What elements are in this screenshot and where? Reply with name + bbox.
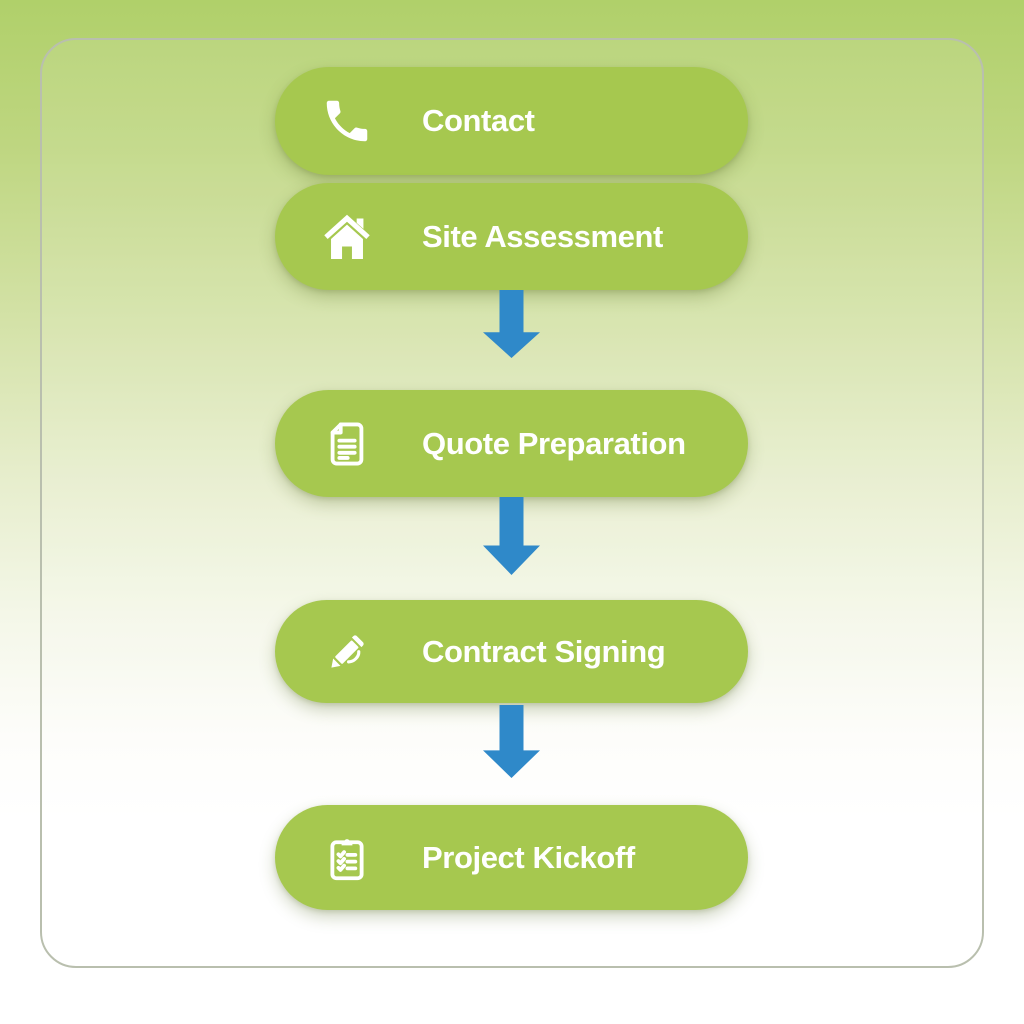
step-contract-signing: Contract Signing bbox=[275, 600, 748, 703]
step-contact: Contact bbox=[275, 67, 748, 175]
clipboard-icon bbox=[320, 831, 374, 885]
step-label: Project Kickoff bbox=[422, 839, 635, 875]
step-label: Quote Preparation bbox=[422, 425, 686, 461]
step-label: Contract Signing bbox=[422, 633, 666, 669]
down-arrow-icon bbox=[483, 705, 540, 778]
step-quote-preparation: Quote Preparation bbox=[275, 390, 748, 497]
step-label: Site Assessment bbox=[422, 218, 663, 254]
down-arrow-icon bbox=[483, 290, 540, 358]
step-project-kickoff: Project Kickoff bbox=[275, 805, 748, 910]
step-label: Contact bbox=[422, 103, 535, 138]
down-arrow-icon bbox=[483, 497, 540, 575]
pen-icon bbox=[320, 625, 374, 679]
phone-icon bbox=[320, 94, 374, 148]
document-icon bbox=[320, 417, 374, 471]
step-site-assessment: Site Assessment bbox=[275, 183, 748, 290]
home-icon bbox=[320, 210, 374, 264]
